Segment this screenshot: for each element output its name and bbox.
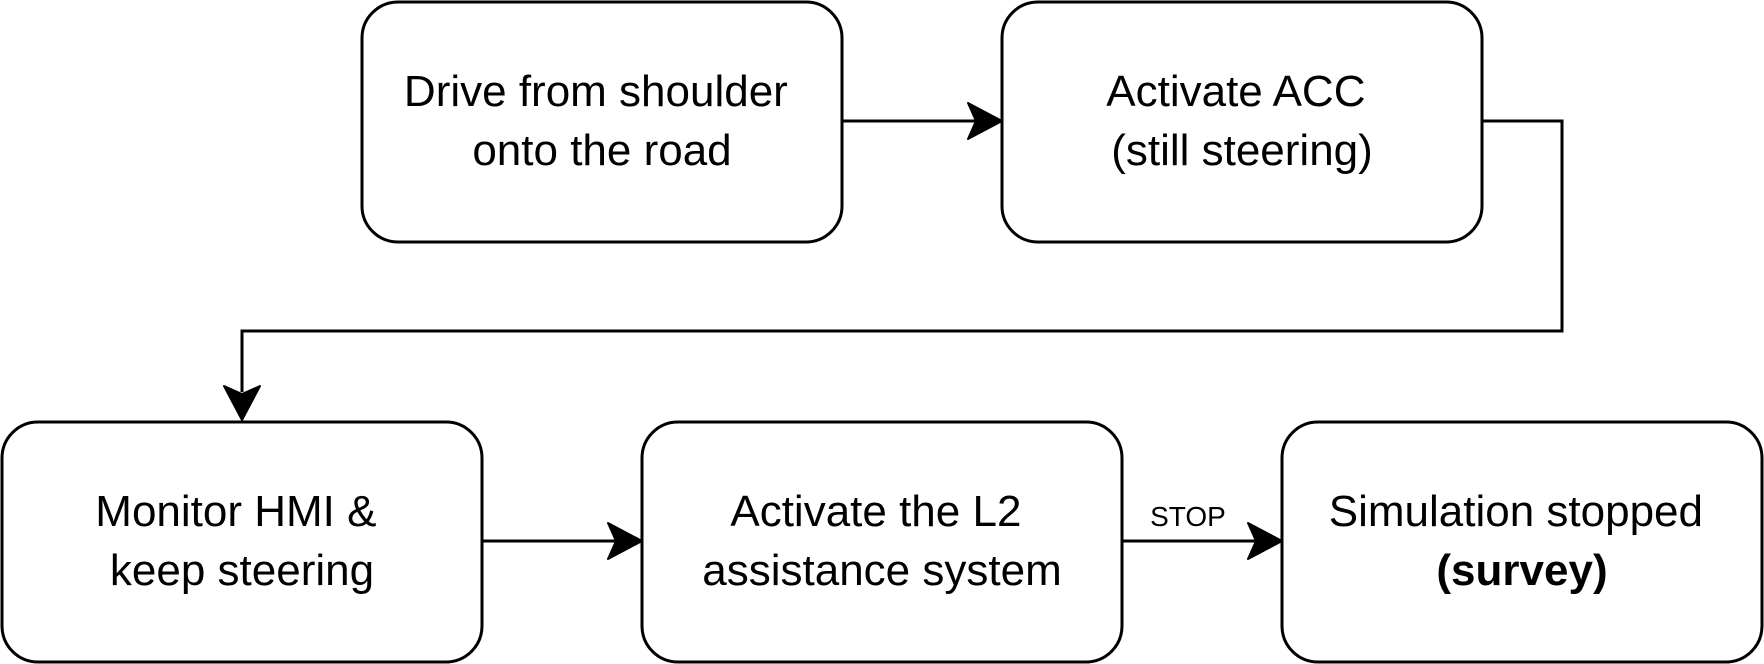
node-activate-acc: Activate ACC (still steering)	[1000, 0, 1484, 244]
node-label-line1: Simulation stopped	[1329, 487, 1703, 536]
node-label: Activate the L2 assistance system	[702, 487, 1061, 595]
edge-monitor-to-l2	[482, 522, 643, 560]
node-monitor-hmi: Monitor HMI & keep steering	[0, 420, 484, 664]
node-drive-from-shoulder: Drive from shoulder onto the road	[360, 0, 844, 244]
node-label-line1: Activate the L2	[730, 487, 1021, 536]
arrow-head	[1247, 522, 1283, 560]
node-label-line2: (still steering)	[1111, 126, 1373, 175]
node-simulation-stopped: Simulation stopped (survey)	[1280, 420, 1764, 664]
node-label: Activate ACC (still steering)	[1106, 67, 1377, 175]
node-label-line2: keep steering	[110, 546, 374, 595]
node-label-line1: Drive from shoulder	[404, 67, 788, 116]
node-label: Monitor HMI & keep steering	[95, 487, 388, 595]
edge-acc-to-monitor	[223, 119, 1564, 421]
node-box	[0, 420, 484, 664]
node-label-line2: (survey)	[1436, 546, 1607, 595]
node-box	[1280, 420, 1764, 664]
node-activate-l2: Activate the L2 assistance system	[640, 420, 1124, 664]
arrow-head	[223, 385, 261, 421]
edge-drive-to-acc	[842, 102, 1003, 140]
arrow-head	[607, 522, 643, 560]
edge-line	[240, 119, 1564, 392]
node-label: Simulation stopped (survey)	[1329, 487, 1715, 595]
node-box	[1000, 0, 1484, 244]
arrow-head	[967, 102, 1003, 140]
node-label-line2: assistance system	[702, 546, 1061, 595]
node-box	[360, 0, 844, 244]
node-label-line1: Activate ACC	[1106, 67, 1365, 116]
node-label-line2: onto the road	[472, 126, 731, 175]
node-label-line1: Monitor HMI &	[95, 487, 376, 536]
edge-l2-to-stopped: STOP	[1122, 501, 1283, 560]
node-label: Drive from shoulder onto the road	[404, 67, 800, 175]
node-box	[640, 420, 1124, 664]
edge-label-stop: STOP	[1150, 501, 1226, 532]
